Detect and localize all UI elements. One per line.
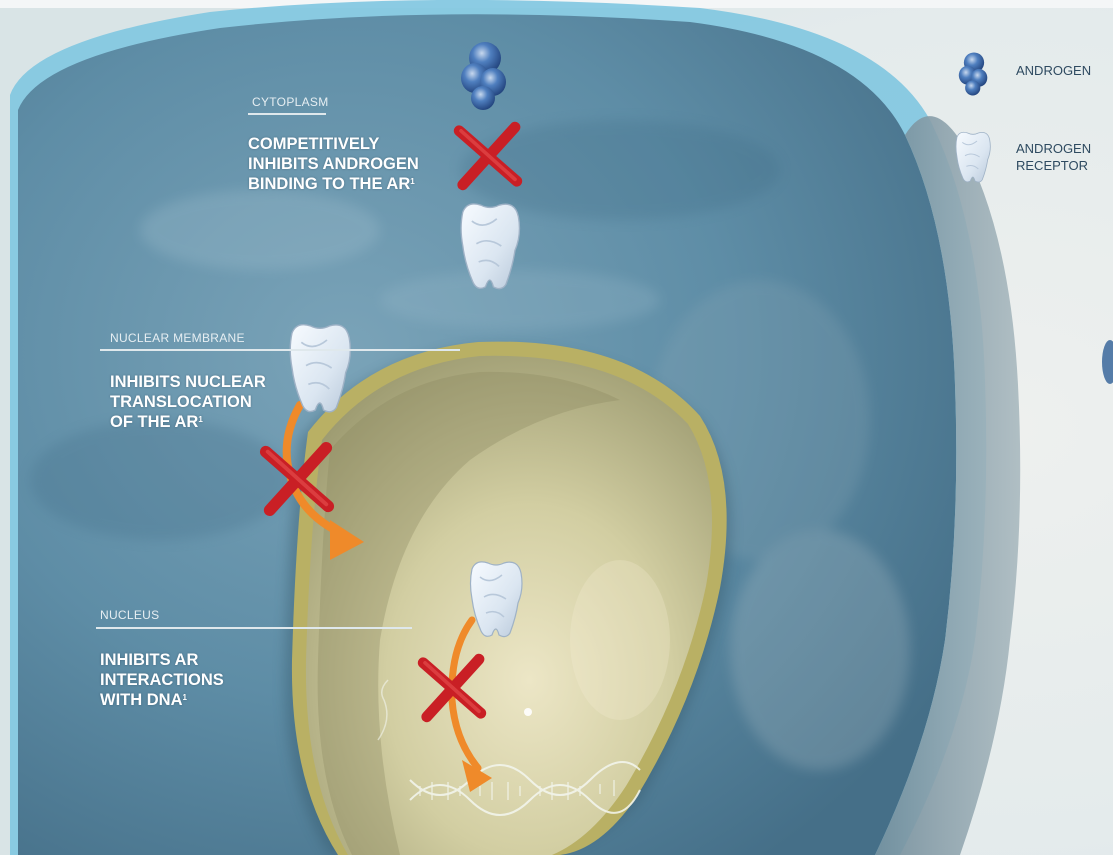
nucleus-divider xyxy=(96,627,412,629)
cytoplasm-statement: COMPETITIVELY INHIBITS ANDROGEN BINDING … xyxy=(248,134,419,194)
nucleus-statement: INHIBITS AR INTERACTIONS WITH DNA1 xyxy=(100,650,224,710)
nucleus-label: NUCLEUS xyxy=(100,608,159,622)
cytoplasm-divider xyxy=(248,113,326,115)
nuclear-membrane-statement: INHIBITS NUCLEAR TRANSLOCATION OF THE AR… xyxy=(110,372,266,432)
legend-androgen-label: ANDROGEN xyxy=(1016,62,1091,79)
nuclear-membrane-divider xyxy=(100,349,460,351)
legend-receptor-label: ANDROGEN RECEPTOR xyxy=(1016,140,1091,174)
cytoplasm-label: CYTOPLASM xyxy=(252,95,329,109)
nuclear-membrane-label: NUCLEAR MEMBRANE xyxy=(110,331,245,345)
